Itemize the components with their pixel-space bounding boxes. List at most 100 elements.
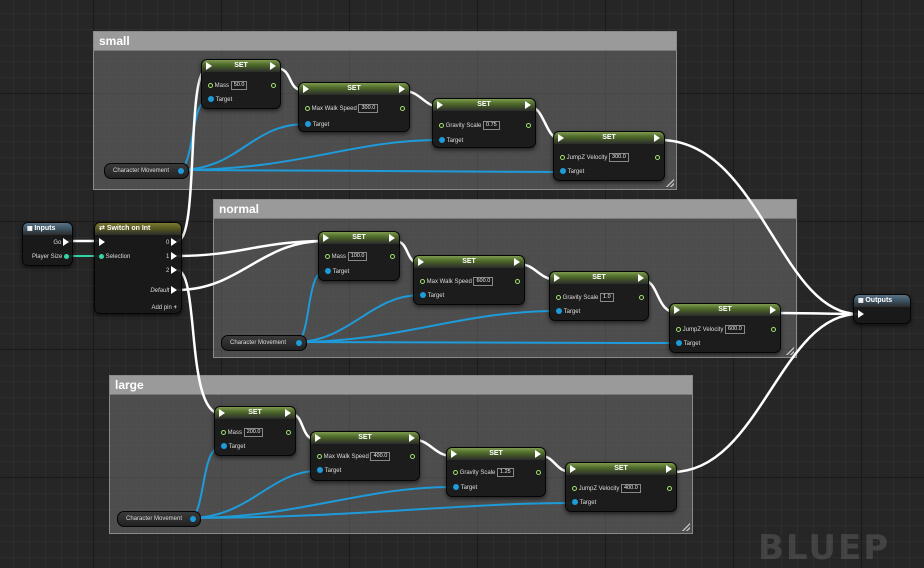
set-exec-output[interactable]: [654, 134, 660, 144]
jump-z-velocity-output[interactable]: [655, 153, 660, 163]
max-walk-speed-output[interactable]: [400, 104, 405, 114]
exec-pin-icon[interactable]: [315, 434, 321, 443]
exec-pin-icon[interactable]: [219, 409, 225, 418]
comment-title-normal[interactable]: normal: [214, 200, 796, 219]
set-mass-node[interactable]: SET Mass 200.0 Target: [214, 406, 296, 456]
object-pin-icon[interactable]: [420, 292, 426, 299]
int-pin-icon[interactable]: [99, 253, 104, 259]
exec-pin-icon[interactable]: [654, 134, 660, 143]
object-pin-icon[interactable]: [208, 96, 214, 103]
max-walk-speed-input[interactable]: Max Walk Speed 400.0: [317, 452, 391, 462]
gravity-scale-input[interactable]: Gravity Scale 1.0: [556, 293, 614, 303]
set-gravity-scale-node[interactable]: SET Gravity Scale 1.0 Target: [549, 271, 649, 321]
float-pin-icon[interactable]: [286, 429, 291, 435]
add-pin-button[interactable]: Add pin +: [151, 303, 177, 313]
mass-input[interactable]: Mass 50.0: [208, 81, 248, 91]
switch-on-int-node[interactable]: ⇄ Switch on Int Selection 0 1 2 Default …: [94, 222, 182, 314]
set-gravity-scale-node[interactable]: SET Gravity Scale 0.75 Target: [432, 98, 536, 148]
int-pin-icon[interactable]: [64, 253, 69, 259]
target-input[interactable]: Target: [325, 267, 349, 277]
max-walk-speed-value-field[interactable]: 400.0: [370, 452, 391, 461]
set-exec-output[interactable]: [399, 85, 405, 95]
inputs-node[interactable]: ▦ Inputs Go Player Size: [22, 222, 73, 266]
mass-value-field[interactable]: 200.0: [243, 428, 264, 437]
exec-pin-icon[interactable]: [303, 85, 309, 94]
max-walk-speed-input[interactable]: Max Walk Speed 600.0: [420, 277, 494, 287]
exec-pin-icon[interactable]: [99, 238, 105, 247]
float-pin-icon[interactable]: [572, 486, 577, 491]
float-pin-icon[interactable]: [676, 327, 681, 332]
character-movement-node[interactable]: Character Movement: [221, 335, 307, 351]
exec-pin-icon[interactable]: [171, 286, 177, 295]
float-pin-icon[interactable]: [453, 470, 458, 475]
set-exec-output[interactable]: [638, 274, 644, 284]
float-pin-icon[interactable]: [439, 123, 444, 128]
character-movement-node[interactable]: Character Movement: [117, 511, 201, 527]
jump-z-velocity-value-field[interactable]: 300.0: [609, 153, 629, 162]
exec-pin-icon[interactable]: [285, 409, 291, 418]
comment-resize-grip[interactable]: [666, 179, 674, 187]
exec-pin-icon[interactable]: [399, 85, 405, 94]
exec-pin-icon[interactable]: [171, 266, 177, 275]
set-exec-output[interactable]: [270, 62, 276, 72]
jump-z-velocity-value-field[interactable]: 600.0: [725, 325, 745, 334]
set-exec-input[interactable]: [219, 409, 225, 419]
outputs-node[interactable]: ▦ Outputs: [853, 294, 911, 324]
float-pin-icon[interactable]: [526, 122, 531, 128]
float-pin-icon[interactable]: [208, 83, 213, 88]
set-exec-input[interactable]: [437, 101, 443, 111]
target-input[interactable]: Target: [572, 498, 596, 508]
float-pin-icon[interactable]: [390, 253, 395, 259]
float-pin-icon[interactable]: [536, 469, 541, 475]
target-input[interactable]: Target: [676, 339, 700, 349]
exec-pin-icon[interactable]: [437, 101, 443, 110]
gravity-scale-value-field[interactable]: 1.0: [600, 293, 614, 302]
float-pin-icon[interactable]: [410, 453, 415, 459]
exec-pin-icon[interactable]: [418, 258, 424, 267]
exec-pin-icon[interactable]: [323, 234, 329, 243]
object-pin-icon[interactable]: [439, 137, 445, 144]
exec-pin-icon[interactable]: [525, 101, 531, 110]
float-pin-icon[interactable]: [400, 105, 405, 111]
mass-input[interactable]: Mass 200.0: [221, 428, 264, 438]
plus-icon[interactable]: +: [173, 305, 177, 311]
set-exec-input[interactable]: [303, 85, 309, 95]
set-exec-output[interactable]: [770, 306, 776, 316]
float-pin-icon[interactable]: [420, 279, 425, 284]
set-max-walk-speed-node[interactable]: SET Max Walk Speed 300.0 Target: [298, 82, 410, 132]
gravity-scale-value-field[interactable]: 0.75: [483, 121, 500, 130]
set-exec-input[interactable]: [206, 62, 212, 72]
exec-pin-icon[interactable]: [389, 234, 395, 243]
set-max-walk-speed-node[interactable]: SET Max Walk Speed 400.0 Target: [310, 431, 420, 481]
exec-pin-icon[interactable]: [858, 310, 864, 319]
max-walk-speed-input[interactable]: Max Walk Speed 300.0: [305, 104, 379, 114]
float-pin-icon[interactable]: [667, 485, 672, 491]
mass-output[interactable]: [286, 428, 291, 438]
max-walk-speed-output[interactable]: [515, 277, 520, 287]
object-pin-icon[interactable]: [305, 121, 311, 128]
set-exec-input[interactable]: [570, 465, 576, 475]
object-pin-icon[interactable]: [556, 308, 562, 315]
float-pin-icon[interactable]: [771, 326, 776, 332]
object-pin-icon[interactable]: [317, 467, 323, 474]
set-exec-output[interactable]: [535, 450, 541, 460]
max-walk-speed-value-field[interactable]: 600.0: [473, 277, 494, 286]
switch-out-0[interactable]: 0: [166, 238, 177, 248]
comment-resize-grip[interactable]: [786, 347, 794, 355]
set-exec-input[interactable]: [554, 274, 560, 284]
gravity-scale-output[interactable]: [536, 468, 541, 478]
exec-pin-icon[interactable]: [206, 62, 212, 71]
set-exec-output[interactable]: [525, 101, 531, 111]
set-exec-input[interactable]: [674, 306, 680, 316]
set-jump-z-velocity-node[interactable]: SET JumpZ Velocity 400.0 Target: [565, 462, 677, 512]
float-pin-icon[interactable]: [515, 278, 520, 284]
set-exec-output[interactable]: [666, 465, 672, 475]
float-pin-icon[interactable]: [655, 154, 660, 160]
float-pin-icon[interactable]: [325, 254, 330, 259]
jump-z-velocity-input[interactable]: JumpZ Velocity 400.0: [572, 484, 641, 494]
gravity-scale-input[interactable]: Gravity Scale 1.25: [453, 468, 514, 478]
set-mass-node[interactable]: SET Mass 50.0 Target: [201, 59, 281, 109]
float-pin-icon[interactable]: [639, 294, 644, 300]
float-pin-icon[interactable]: [556, 295, 561, 300]
object-pin-icon[interactable]: [676, 340, 682, 347]
